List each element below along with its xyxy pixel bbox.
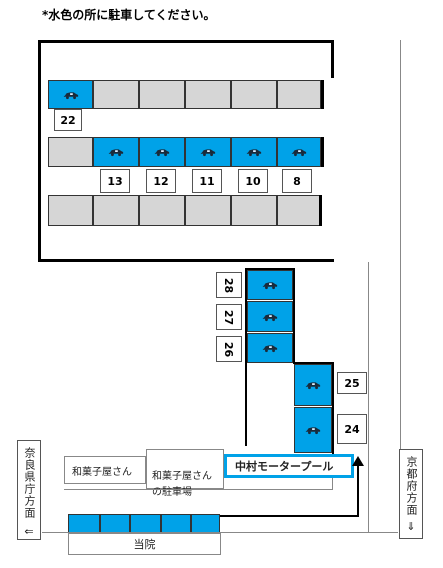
side-column-left-edge <box>245 268 247 446</box>
lower-column-top-edge <box>293 362 334 364</box>
clinic-building: 当院 <box>68 533 221 555</box>
wagashi-parking: 和菓子屋さん の駐車場 <box>146 449 224 498</box>
car-icon <box>108 148 124 157</box>
parking-space-28 <box>247 270 293 300</box>
road-baseline <box>42 532 398 533</box>
lot-wall-bottom <box>38 259 334 262</box>
car-icon <box>200 148 216 157</box>
clinic-label: 当院 <box>133 538 156 551</box>
down-arrow-icon: ⇓ <box>406 520 416 533</box>
parking-space <box>231 195 277 226</box>
lot-number-10: 10 <box>238 169 268 193</box>
route-line <box>220 462 359 517</box>
parking-space <box>48 195 93 226</box>
parking-space-25 <box>294 364 332 406</box>
row-3-end-bar <box>319 195 322 226</box>
direction-nara-label: 奈良県庁方面 <box>23 447 36 519</box>
wagashi-shop: 和菓子屋さん <box>64 456 146 484</box>
car-icon <box>63 90 79 99</box>
lot-wall-right <box>331 40 334 78</box>
direction-kyoto-label: 京都府方面 <box>405 456 418 516</box>
car-icon <box>262 312 278 321</box>
side-column-right-edge <box>293 268 295 363</box>
car-icon <box>154 148 170 157</box>
block-outline-right <box>332 478 333 490</box>
parking-space-11 <box>185 137 231 167</box>
left-arrow-icon: ⇐ <box>24 525 34 538</box>
parking-space-24 <box>294 407 332 453</box>
parking-space <box>185 195 231 226</box>
parking-space <box>93 80 139 109</box>
nakamura-motor-pool: 中村モータープール <box>224 454 354 478</box>
parking-space <box>93 195 139 226</box>
car-icon <box>305 426 321 435</box>
lot-wall-top <box>38 40 334 43</box>
lot-number-12: 12 <box>146 169 176 193</box>
direction-kyoto: 京都府方面 ⇓ <box>399 449 423 539</box>
lot-number-11: 11 <box>192 169 222 193</box>
side-column-top-edge <box>245 268 295 270</box>
parking-space <box>139 195 185 226</box>
lower-column-right-edge <box>332 362 334 454</box>
road-edge-mid <box>368 262 369 532</box>
lot-number-8: 8 <box>282 169 312 193</box>
parking-space-22 <box>48 80 93 109</box>
car-icon <box>291 148 307 157</box>
lot-wall-left <box>38 40 41 262</box>
block-outline-bottom <box>64 489 333 490</box>
row-2-end-bar <box>321 137 324 167</box>
lot-number-26: 26 <box>216 336 242 362</box>
lot-number-13: 13 <box>100 169 130 193</box>
wagashi-shop-label: 和菓子屋さん <box>72 466 132 478</box>
parking-space <box>48 137 93 167</box>
nakamura-motor-pool-label: 中村モータープール <box>235 460 334 473</box>
instruction-text: *水色の所に駐車してください。 <box>42 8 216 22</box>
parking-space <box>185 80 231 109</box>
lot-number-22: 22 <box>54 109 82 131</box>
parking-space-12 <box>139 137 185 167</box>
lot-number-27: 27 <box>216 304 242 330</box>
car-icon <box>262 281 278 290</box>
row-1-end-bar <box>321 80 324 109</box>
lot-number-24: 24 <box>337 414 367 444</box>
parking-space-26 <box>247 333 293 363</box>
car-icon <box>305 381 321 390</box>
parking-space <box>231 80 277 109</box>
parking-space-13 <box>93 137 139 167</box>
parking-space-8 <box>277 137 321 167</box>
route-arrowhead <box>352 456 364 466</box>
parking-space <box>277 80 321 109</box>
road-edge-right-outer <box>400 40 401 450</box>
lot-number-25: 25 <box>337 372 367 394</box>
parking-space-27 <box>247 301 293 332</box>
direction-nara: 奈良県庁方面 ⇐ <box>17 440 41 540</box>
car-icon <box>262 344 278 353</box>
wagashi-parking-label: 和菓子屋さん の駐車場 <box>152 471 212 498</box>
parking-space-10 <box>231 137 277 167</box>
lot-number-28: 28 <box>216 272 242 298</box>
car-icon <box>246 148 262 157</box>
parking-space <box>139 80 185 109</box>
